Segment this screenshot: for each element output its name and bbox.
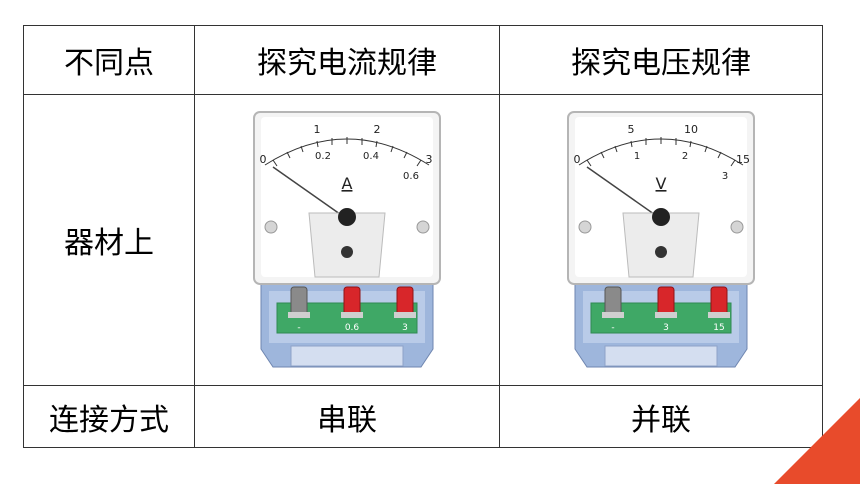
terminal-label: -	[297, 323, 300, 333]
terminal-negative	[288, 286, 310, 318]
equipment-row: 器材上	[23, 94, 823, 386]
scale-ticks	[272, 137, 422, 167]
terminal-0-6	[341, 286, 363, 318]
header-current: 探究电流规律	[194, 25, 500, 95]
equipment-label: 器材上	[23, 94, 195, 386]
ammeter-image: - 0.6 3 0	[253, 111, 441, 368]
terminal-3	[655, 286, 677, 318]
terminal-label: 0.6	[345, 323, 360, 333]
scale-label: 1	[634, 151, 640, 162]
corner-decoration	[774, 398, 860, 484]
scale-label: 0	[260, 153, 267, 166]
voltmeter-image: - 3 15 0 5 10	[567, 111, 755, 368]
terminal-label: -	[611, 323, 614, 333]
scale-ticks	[586, 137, 736, 167]
scale-label: 10	[684, 123, 698, 136]
scale-label: 2	[682, 151, 688, 162]
header-difference: 不同点	[23, 25, 195, 95]
terminal-negative	[602, 286, 624, 318]
voltmeter-cell: - 3 15 0 5 10	[499, 94, 823, 386]
scale-label: 0	[574, 153, 581, 166]
scale-label: 3	[722, 171, 728, 182]
header-row: 不同点 探究电流规律 探究电压规律	[23, 25, 823, 95]
scale-label: 1	[314, 123, 321, 136]
scale-label: 2	[374, 123, 381, 136]
unit-label: V	[656, 174, 667, 193]
terminal-15	[708, 286, 730, 318]
connection-row: 连接方式 串联 并联	[23, 385, 823, 448]
needle	[586, 166, 662, 220]
terminal-label: 3	[663, 323, 669, 333]
connection-label: 连接方式	[23, 385, 195, 448]
terminal-label: 3	[402, 323, 408, 333]
unit-label: A	[342, 174, 353, 193]
needle	[272, 166, 348, 220]
scale-label: 0.2	[315, 151, 331, 162]
terminal-label: 15	[713, 323, 724, 333]
scale-label: 15	[736, 153, 750, 166]
scale-label: 0.6	[403, 171, 419, 182]
connection-voltage: 并联	[499, 385, 823, 448]
header-voltage: 探究电压规律	[499, 25, 823, 95]
ammeter-cell: - 0.6 3 0	[194, 94, 500, 386]
comparison-table: 不同点 探究电流规律 探究电压规律 器材上	[23, 25, 823, 448]
scale-label: 0.4	[363, 151, 379, 162]
connection-current: 串联	[194, 385, 500, 448]
scale-label: 3	[426, 153, 433, 166]
scale-label: 5	[628, 123, 635, 136]
terminal-3	[394, 286, 416, 318]
